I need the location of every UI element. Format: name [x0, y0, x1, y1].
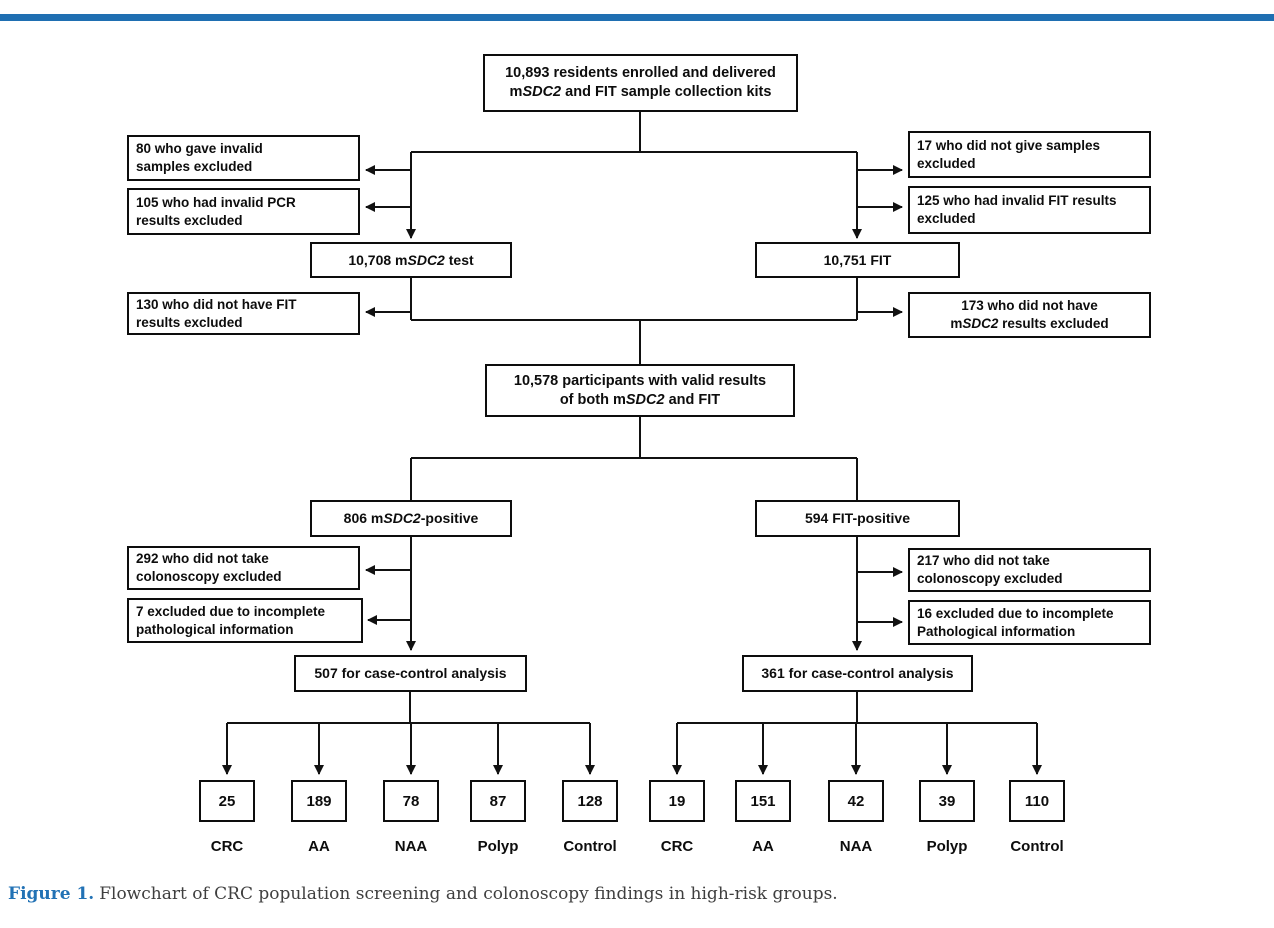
count-value: 42	[847, 792, 865, 810]
figure-caption: Figure 1.Flowchart of CRC population scr…	[8, 884, 838, 904]
group-label-control-right: Control	[1010, 838, 1064, 855]
node-msdc2-test: 10,708 mSDC2 test	[310, 242, 512, 278]
count-value: 189	[306, 792, 332, 810]
count-value: 25	[218, 792, 236, 810]
count-box-control-left: 128	[562, 780, 618, 822]
count-value: 151	[750, 792, 776, 810]
count-box-aa-right: 151	[735, 780, 791, 822]
figure-caption-label: Figure 1.	[8, 884, 95, 904]
node-text: 361 for case-control analysis	[761, 665, 954, 682]
count-box-polyp-left: 87	[470, 780, 526, 822]
figure-caption-text: Flowchart of CRC population screening an…	[99, 884, 838, 904]
count-box-crc-left: 25	[199, 780, 255, 822]
count-box-aa-left: 189	[291, 780, 347, 822]
count-box-naa-left: 78	[383, 780, 439, 822]
count-value: 110	[1024, 792, 1050, 810]
count-value: 19	[668, 792, 686, 810]
node-text: 10,751 FIT	[823, 251, 892, 268]
group-label-crc-left: CRC	[210, 838, 244, 855]
group-label-naa-left: NAA	[394, 838, 428, 855]
top-accent-bar	[0, 14, 1274, 21]
node-case-control-msdc2: 507 for case-control analysis	[294, 655, 527, 692]
node-fit-positive: 594 FIT-positive	[755, 500, 960, 537]
count-box-polyp-right: 39	[919, 780, 975, 822]
count-value: 78	[402, 792, 420, 810]
count-box-crc-right: 19	[649, 780, 705, 822]
count-box-control-right: 110	[1009, 780, 1065, 822]
group-label-polyp-right: Polyp	[926, 838, 968, 855]
count-box-naa-right: 42	[828, 780, 884, 822]
group-label-control-left: Control	[563, 838, 617, 855]
group-label-polyp-left: Polyp	[477, 838, 519, 855]
group-label-aa-left: AA	[308, 838, 330, 855]
node-text: 594 FIT-positive	[804, 510, 911, 527]
count-value: 128	[577, 792, 603, 810]
node-text: 507 for case-control analysis	[314, 665, 507, 682]
count-value: 39	[938, 792, 956, 810]
group-label-crc-right: CRC	[660, 838, 694, 855]
node-text: 806 mSDC2-positive	[343, 510, 479, 527]
node-case-control-fit: 361 for case-control analysis	[742, 655, 973, 692]
group-label-aa-right: AA	[752, 838, 774, 855]
count-value: 87	[489, 792, 507, 810]
node-fit-test: 10,751 FIT	[755, 242, 960, 278]
node-text: 10,708 mSDC2 test	[348, 251, 474, 268]
group-label-naa-right: NAA	[839, 838, 873, 855]
node-msdc2-positive: 806 mSDC2-positive	[310, 500, 512, 537]
